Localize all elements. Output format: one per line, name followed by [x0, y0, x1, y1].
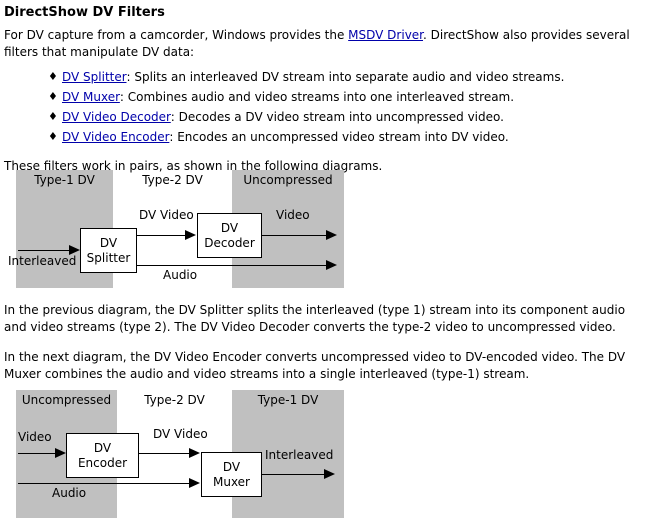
- dv-encoder-box-line2: Encoder: [77, 455, 128, 470]
- edge-interleaved-output-line: [262, 474, 326, 475]
- dv-splitter-box-line2: Splitter: [86, 250, 131, 265]
- diamond-bullet-icon: ♦: [48, 70, 58, 83]
- dv-muxer-link[interactable]: DV Muxer: [62, 90, 120, 104]
- edge-label-video: Video: [276, 208, 310, 222]
- edge-audio-input-line: [18, 483, 191, 484]
- edge-label-interleaved-2: Interleaved: [265, 448, 334, 462]
- edge-label-video-2: Video: [18, 430, 52, 444]
- edge-audio-input-arrowhead: [189, 478, 200, 488]
- dv-encoding-pipeline-diagram: Uncompressed Type-2 DV Type-1 DV Video D…: [0, 390, 659, 520]
- dv-video-encoder-link[interactable]: DV Video Encoder: [62, 130, 170, 144]
- edge-interleaved-output-arrowhead: [324, 469, 335, 479]
- edge-label-dv-video-2: DV Video: [153, 427, 208, 441]
- paragraph-after-first-diagram: In the previous diagram, the DV Splitter…: [4, 303, 626, 334]
- band-label-type-2-dv: Type-2 DV: [142, 173, 203, 187]
- paragraph-before-second-diagram: In the next diagram, the DV Video Encode…: [4, 350, 626, 381]
- edge-dv-video-arrowhead-2: [189, 448, 200, 458]
- dv-splitter-box[interactable]: DV Splitter: [80, 228, 137, 273]
- dv-decoder-box[interactable]: DV Decoder: [197, 213, 262, 258]
- dv-encoder-box-line1: DV: [93, 440, 112, 455]
- page-title: DirectShow DV Filters: [4, 5, 165, 20]
- band-label-uncompressed-2: Uncompressed: [21, 393, 112, 407]
- diamond-bullet-icon: ♦: [48, 90, 58, 103]
- list-item: ♦ DV Splitter: Splits an interleaved DV s…: [48, 67, 659, 87]
- edge-video-line: [262, 235, 328, 236]
- edge-dv-video-line: [137, 235, 187, 236]
- dv-decoding-pipeline-diagram: Type-1 DV Type-2 DV Uncompressed Interle…: [0, 170, 659, 290]
- dv-muxer-description: : Combines audio and video streams into …: [119, 90, 515, 104]
- dv-muxer-box-line1: DV: [222, 459, 241, 474]
- dv-video-decoder-link[interactable]: DV Video Decoder: [62, 110, 171, 124]
- edge-label-audio: Audio: [163, 268, 198, 282]
- band-label-uncompressed: Uncompressed: [243, 173, 333, 187]
- edge-label-dv-video: DV Video: [139, 208, 194, 222]
- band-label-type-2-dv-2: Type-2 DV: [144, 393, 205, 407]
- edge-label-interleaved: Interleaved: [8, 254, 77, 268]
- dv-video-encoder-description: : Encodes an uncompressed video stream i…: [169, 130, 509, 144]
- pairs-note-paragraph: These filters work in pairs, as shown in…: [4, 159, 383, 173]
- dv-muxer-box[interactable]: DV Muxer: [201, 452, 262, 497]
- intro-paragraph: For DV capture from a camcorder, Windows…: [0, 20, 659, 61]
- edge-interleaved-line: [18, 250, 74, 251]
- dv-video-decoder-description: : Decodes a DV video stream into uncompr…: [170, 110, 504, 124]
- edge-dv-video-line-2: [139, 453, 191, 454]
- dv-decoder-box-line2: Decoder: [204, 235, 255, 250]
- dv-splitter-box-line1: DV: [99, 235, 118, 250]
- intro-text-before-link: For DV capture from a camcorder, Windows…: [4, 28, 349, 42]
- msdv-driver-link[interactable]: MSDV Driver: [348, 28, 424, 42]
- edge-label-audio-2: Audio: [52, 486, 87, 500]
- intro-text-after-link: . DirectShow also provides several filte…: [4, 28, 630, 59]
- dv-muxer-box-line2: Muxer: [212, 474, 250, 489]
- dv-filter-list: ♦ DV Splitter: Splits an interleaved DV s…: [0, 67, 659, 147]
- band-label-type-1-dv: Type-1 DV: [34, 173, 95, 187]
- list-item: ♦ DV Video Encoder: Encodes an uncompress…: [48, 127, 659, 147]
- edge-video-input-line: [18, 453, 60, 454]
- edge-audio-arrowhead: [326, 260, 337, 270]
- edge-video-input-arrowhead: [55, 448, 66, 458]
- dv-decoder-box-line1: DV: [220, 220, 239, 235]
- diamond-bullet-icon: ♦: [48, 130, 58, 143]
- edge-dv-video-arrowhead: [185, 230, 196, 240]
- dv-splitter-description: : Splits an interleaved DV stream into s…: [126, 70, 565, 84]
- dv-encoder-box[interactable]: DV Encoder: [66, 433, 139, 478]
- edge-interleaved-arrowhead: [69, 245, 80, 255]
- diamond-bullet-icon: ♦: [48, 110, 58, 123]
- list-item: ♦ DV Video Decoder: Decodes a DV video st…: [48, 107, 659, 127]
- dv-splitter-link[interactable]: DV Splitter: [62, 70, 127, 84]
- edge-video-arrowhead: [326, 230, 337, 240]
- edge-audio-line: [137, 265, 328, 266]
- list-item: ♦ DV Muxer: Combines audio and video stre…: [48, 87, 659, 107]
- band-label-type-1-dv-2: Type-1 DV: [257, 393, 319, 407]
